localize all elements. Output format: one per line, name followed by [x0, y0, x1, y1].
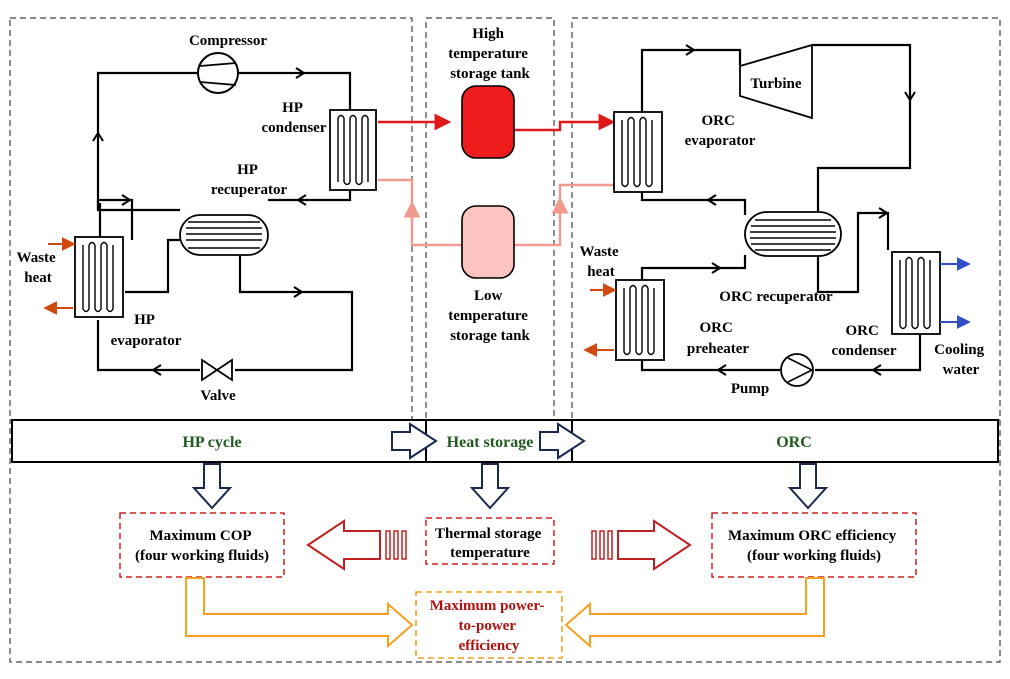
- waste-heat-left-label: Waste heat: [17, 250, 60, 286]
- right-orange-arrow-icon: [564, 577, 825, 649]
- orc-condenser-label: ORC condenser: [832, 323, 897, 359]
- cooling-water-label: Cooling water: [934, 342, 988, 378]
- waste-heat-right-label: Waste heat: [580, 244, 623, 280]
- orc-preheater-label: ORC preheater: [687, 320, 750, 357]
- hp-evaporator-icon: [74, 236, 124, 318]
- heat-storage: High temperature storage tank Low temper…: [378, 26, 616, 344]
- low-temperature-tank-icon: [461, 205, 515, 279]
- hp-recuperator-label: HP recuperator: [211, 162, 288, 198]
- down-arrow-icon: [469, 463, 511, 510]
- compressor-label: Compressor: [189, 33, 267, 49]
- max-p2p-box: Maximum power- to-power efficiency: [415, 591, 563, 659]
- high-tank-label: High temperature storage tank: [448, 26, 531, 82]
- svg-text:Thermal storage temperat: Thermal storage temperature: [435, 526, 545, 561]
- svg-text:Maximum power- to-power: Maximum power- to-power efficiency: [430, 598, 549, 654]
- orc-preheater-icon: [615, 279, 665, 361]
- hp-cycle-label: HP cycle: [182, 434, 241, 451]
- hp-cycle: Compressor HP condenser HP recuperator W…: [17, 33, 377, 404]
- turbine-label: Turbine: [750, 76, 801, 92]
- high-temperature-tank-icon: [461, 85, 515, 159]
- orc-cycle: Turbine ORC evaporator Waste heat ORC re…: [580, 43, 988, 397]
- thermal-storage-box: Thermal storage temperature: [425, 517, 555, 565]
- orc-label: ORC: [776, 434, 812, 451]
- svg-text:Maximum ORC efficiency (: Maximum ORC efficiency (four working flu…: [728, 528, 900, 564]
- compressor-icon: [197, 52, 239, 94]
- heat-storage-label: Heat storage: [447, 434, 534, 451]
- hp-condenser-icon: [329, 109, 377, 191]
- valve-icon: [201, 358, 233, 382]
- orc-condenser-icon: [891, 251, 941, 335]
- orc-evaporator-label: ORC evaporator: [685, 113, 756, 149]
- orc-evaporator-icon: [613, 111, 663, 193]
- pump-label: Pump: [731, 381, 769, 397]
- hp-evaporator-label: HP evaporator: [111, 312, 182, 349]
- max-cop-box: Maximum COP (four working fluids): [119, 512, 285, 578]
- right-red-arrow-icon: [591, 519, 692, 571]
- svg-text:Maximum COP (four workin: Maximum COP (four working fluids): [135, 528, 269, 564]
- pump-icon: [780, 353, 814, 387]
- valve-label: Valve: [200, 388, 236, 404]
- section-arrow-icon: [539, 422, 586, 460]
- down-arrow-icon: [191, 463, 233, 510]
- section-arrow-icon: [391, 422, 438, 460]
- left-red-arrow-icon: [306, 519, 407, 571]
- down-arrow-icon: [787, 463, 829, 510]
- low-tank-label: Low temperature storage tank: [448, 288, 531, 344]
- orc-recuperator-label: ORC recuperator: [719, 289, 833, 305]
- section-bar: HP cycle Heat storage ORC: [11, 419, 999, 463]
- left-orange-arrow-icon: [185, 577, 414, 649]
- hp-condenser-label: HP condenser: [262, 100, 327, 136]
- hp-recuperator-icon: [179, 214, 269, 256]
- max-orc-box: Maximum ORC efficiency (four working flu…: [711, 512, 917, 578]
- orc-recuperator-icon: [744, 211, 842, 257]
- turbine-icon: [739, 43, 813, 120]
